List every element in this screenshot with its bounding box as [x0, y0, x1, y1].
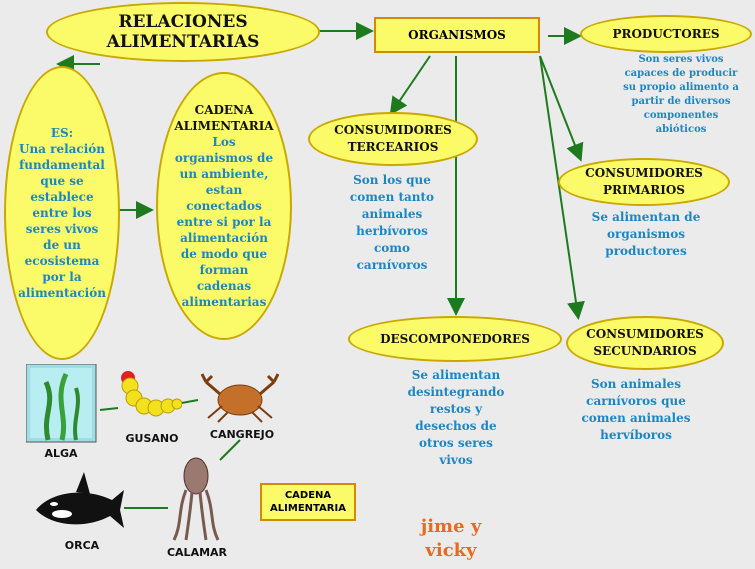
organismos-box: ORGANISMOS [374, 17, 540, 53]
productores-label: PRODUCTORES [612, 27, 720, 41]
orca-label: ORCA [64, 539, 100, 552]
primarios-desc: Se alimentan de organismos productores [591, 210, 701, 258]
organismos-label: ORGANISMOS [408, 28, 506, 42]
primarios-ellipse: CONSUMIDORES PRIMARIOS [558, 158, 730, 206]
descomponedores-ellipse: DESCOMPONEDORES [348, 316, 562, 362]
descomponedores-label: DESCOMPONEDORES [380, 332, 530, 346]
orca-image [36, 472, 124, 528]
cadena-box-label: CADENA ALIMENTARIA [270, 490, 346, 514]
calamar-image [172, 457, 220, 541]
es-ellipse: ES: Una relación fundamental que se esta… [4, 66, 120, 360]
relaciones-title: RELACIONES ALIMENTARIAS [106, 12, 260, 52]
terciarios-label: CONSUMIDORES TERCEARIOS [334, 123, 452, 154]
cadena-desc: Los organismos de un ambiente, estan con… [174, 135, 274, 309]
arrow-alga-gusano [99, 407, 119, 411]
secundarios-label: CONSUMIDORES SECUNDARIOS [586, 327, 704, 358]
arrow-organismos-terciarios [389, 55, 431, 116]
arrow-organismos-primarios [539, 55, 584, 162]
credit-text: jime y vicky [420, 516, 482, 561]
alga-label: ALGA [44, 447, 78, 460]
calamar-label: CALAMAR [166, 546, 228, 559]
gusano-label: GUSANO [125, 432, 179, 445]
productores-desc: Son seres vivos capaces de producir su p… [623, 54, 739, 135]
cadena-title: CADENA ALIMENTARIA [174, 103, 274, 133]
productores-ellipse: PRODUCTORES [580, 15, 752, 53]
cadena-ellipse: CADENA ALIMENTARIA Los organismos de un … [156, 72, 292, 340]
terciarios-ellipse: CONSUMIDORES TERCEARIOS [308, 112, 478, 166]
descomponedores-desc: Se alimentan desintegrando restos y dese… [407, 368, 505, 467]
es-desc: Una relación fundamental que se establec… [18, 142, 106, 300]
secundarios-desc: Son animales carnívoros que comen animal… [581, 377, 691, 442]
secundarios-ellipse: CONSUMIDORES SECUNDARIOS [566, 316, 724, 370]
terciarios-desc: Son los que comen tanto animales herbívo… [349, 173, 435, 272]
cadena-alimentaria-box: CADENA ALIMENTARIA [260, 483, 356, 521]
arrow-cangrejo-calamar [219, 439, 241, 461]
alga-image [26, 364, 97, 443]
primarios-label: CONSUMIDORES PRIMARIOS [585, 166, 703, 197]
cangrejo-label: CANGREJO [209, 428, 275, 441]
relaciones-alimentarias-ellipse: RELACIONES ALIMENTARIAS [46, 2, 320, 62]
cangrejo-image [200, 373, 280, 423]
gusano-image [121, 371, 182, 417]
es-title: ES: [50, 126, 74, 140]
